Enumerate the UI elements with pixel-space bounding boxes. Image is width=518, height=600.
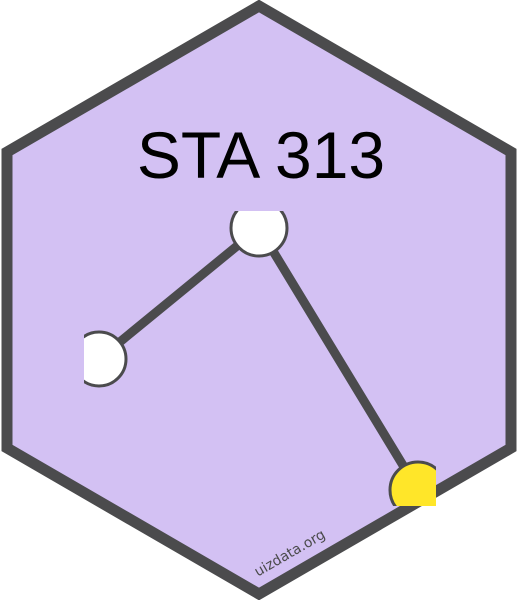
- node-top: [229, 211, 289, 258]
- edge-top-bottom: [254, 223, 423, 495]
- network-graph-icon: [84, 211, 436, 506]
- node-bottom: [388, 460, 436, 506]
- sticker-title: STA 313: [137, 118, 385, 192]
- node-left: [84, 330, 128, 388]
- edge-left-top: [94, 223, 264, 364]
